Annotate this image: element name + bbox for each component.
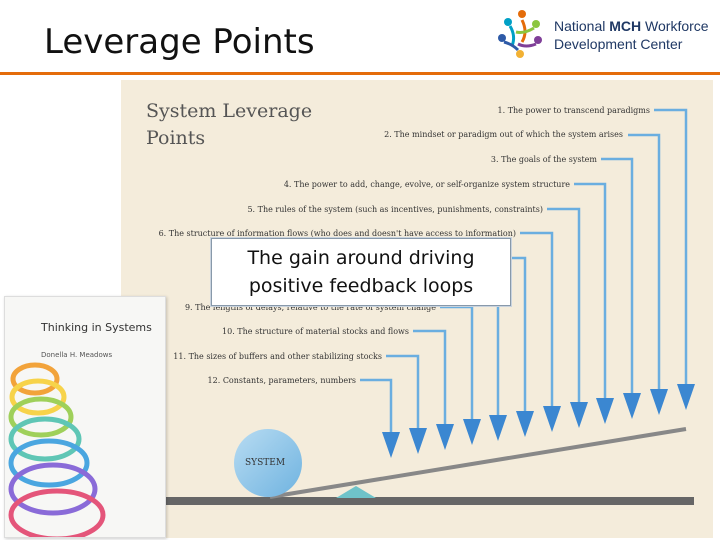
arrow-line-6	[520, 231, 554, 408]
arrow-head-11	[409, 428, 427, 454]
arrow-head-4	[596, 398, 614, 424]
lever-label-10: 10. The structure of material stocks and…	[222, 327, 409, 336]
arrow-head-10	[436, 424, 454, 450]
arrow-head-3	[623, 393, 641, 419]
arrow-line-4	[574, 182, 607, 400]
logo-figures-icon	[498, 10, 542, 58]
lever-label-5: 5. The rules of the system (such as ince…	[247, 205, 543, 214]
slide-title: Leverage Points	[44, 22, 315, 62]
fulcrum-icon	[336, 486, 376, 498]
system-ball	[234, 429, 302, 497]
lever-label-12: 12. Constants, parameters, numbers	[207, 376, 356, 385]
callout-line-2: positive feedback loops	[248, 275, 474, 297]
arrow-line-5	[547, 207, 581, 404]
lever-label-4: 4. The power to add, change, evolve, or …	[283, 180, 570, 189]
arrow-line-12	[360, 378, 393, 434]
arrow-head-1	[677, 384, 695, 410]
callout-line-1: The gain around driving	[247, 247, 475, 269]
logo-text-national: National	[554, 18, 610, 34]
system-label: SYSTEM	[245, 458, 286, 468]
mch-logo: National MCH Workforce Development Cente…	[488, 4, 716, 64]
book-author: Donella H. Meadows	[41, 351, 113, 359]
arrow-head-6	[543, 406, 561, 432]
diagram-panel	[121, 80, 713, 538]
arrow-line-10	[413, 329, 447, 426]
arrow-head-7	[516, 411, 534, 437]
diagram-title: System Leverage Points	[146, 100, 313, 149]
book-title: Thinking in Systems	[41, 321, 152, 334]
arrow-line-2	[628, 133, 661, 391]
arrow-head-9	[463, 419, 481, 445]
logo-text-workforce: Workforce	[641, 18, 709, 34]
arrow-line-11	[386, 354, 420, 430]
logo-line-1: National MCH Workforce	[554, 18, 709, 34]
ground-bar	[164, 497, 694, 505]
lever-label-11: 11. The sizes of buffers and other stabi…	[173, 352, 382, 361]
lever-label-6: 6. The structure of information flows (w…	[158, 229, 516, 238]
arrow-line-3	[601, 157, 634, 395]
lever-label-2: 2. The mindset or paradigm out of which …	[384, 130, 623, 139]
lever-arrows	[360, 108, 695, 458]
arrow-head-2	[650, 389, 668, 415]
title-divider	[0, 72, 720, 75]
arrow-line-9	[440, 305, 474, 421]
lever-label-1: 1. The power to transcend paradigms	[497, 106, 650, 115]
logo-text-mch: MCH	[609, 18, 642, 34]
book-cover: Thinking in Systems Donella H. Meadows	[4, 296, 166, 538]
arrow-head-12	[382, 432, 400, 458]
arrow-head-5	[570, 402, 588, 428]
lever-label-9: 9. The lengths of delays, relative to th…	[184, 303, 436, 312]
arrow-line-1	[654, 108, 688, 386]
lever-label-3: 3. The goals of the system	[490, 155, 597, 164]
slinky-icon	[8, 362, 106, 537]
arrow-head-8	[489, 415, 507, 441]
callout-box: The gain around driving positive feedbac…	[211, 238, 511, 306]
logo-line-2: Development Center	[554, 36, 683, 52]
lever-beam	[269, 427, 687, 499]
